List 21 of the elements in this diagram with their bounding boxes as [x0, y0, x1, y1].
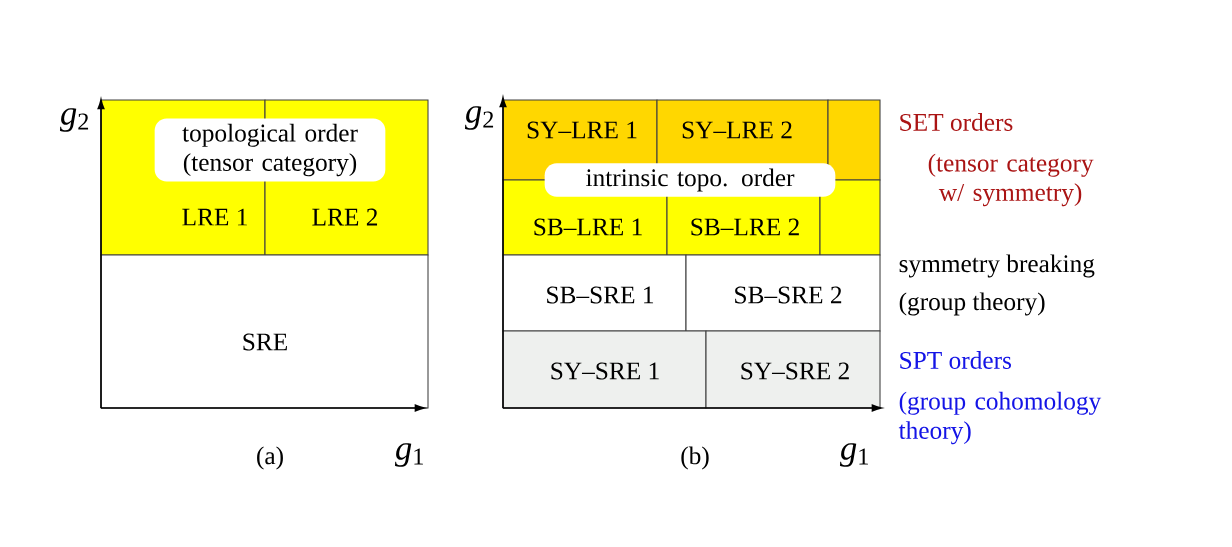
panel-label: (a) — [257, 446, 283, 470]
panel-label: (b) — [681, 446, 709, 470]
axis-label: g$_{1}$ — [839, 443, 868, 467]
legend-text: (group theory) — [899, 292, 1045, 316]
legend-text: (tensor category w/ symmetry) — [928, 153, 1094, 207]
legend-text: SPT orders — [900, 351, 1011, 369]
legend-text: SET orders — [900, 113, 1013, 131]
phase-region: SY–SRE 2 — [705, 330, 881, 409]
axis-label: g$_{1}$ — [394, 443, 423, 467]
legend-text: symmetry breaking — [899, 254, 1095, 278]
phase-region: SY–SRE 1 — [502, 330, 707, 409]
axis-label: g$_{2}$ — [464, 106, 494, 130]
region-label: topological order (tensor category) — [154, 118, 386, 182]
phase-region: SB–SRE 1 — [502, 254, 687, 332]
phase-region: SRE — [100, 254, 429, 409]
legend-text: (group cohomology theory) — [898, 391, 1102, 445]
phase-region: SB–SRE 2 — [685, 254, 881, 332]
axis-label: g$_{2}$ — [59, 108, 89, 132]
phase-region — [827, 99, 881, 181]
region-label: intrinsic topo. order — [544, 163, 836, 197]
phase-region — [819, 179, 881, 256]
